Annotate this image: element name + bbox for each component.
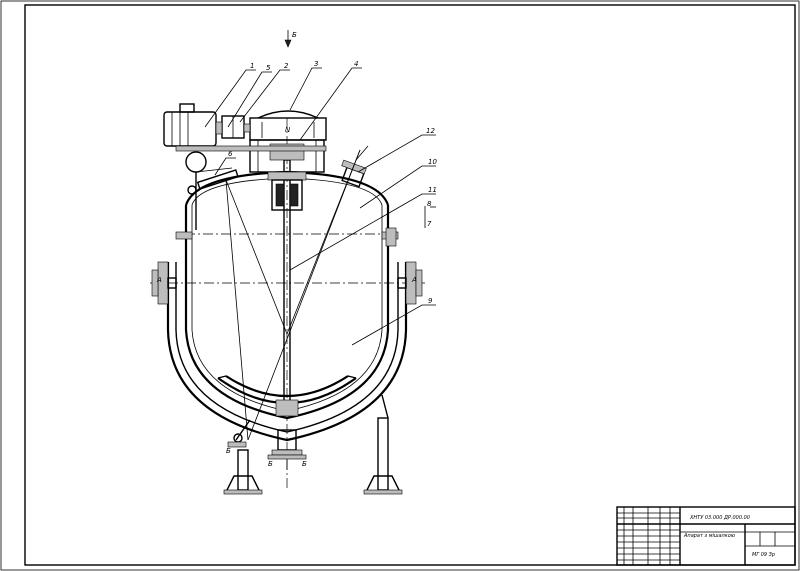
inner-frame	[24, 4, 796, 566]
part-label-11: 11	[428, 186, 437, 194]
support-leg-right	[363, 394, 403, 495]
part-label-5: 5	[266, 64, 271, 72]
section-mark-b-1: Б	[226, 447, 231, 455]
part-label-9: 9	[428, 297, 433, 305]
section-mark-a-left: А	[156, 276, 162, 284]
gearbox: N	[249, 110, 327, 141]
drive-base-plate	[175, 145, 327, 152]
electric-motor	[163, 103, 223, 147]
jacket-outer-wall	[166, 262, 408, 442]
jacket-flange-left	[175, 231, 193, 240]
coupling	[221, 115, 251, 139]
bottom-outlet	[267, 429, 307, 470]
jacket-inner-wall	[175, 262, 399, 433]
part-label-3: 3	[314, 60, 318, 68]
support-leg-left	[223, 449, 263, 495]
level-gauge	[185, 151, 239, 230]
title-block: ХНТУ 03.000 ДР.000.00 Апарат з мішалкою …	[616, 506, 796, 566]
construction-lines	[225, 149, 361, 441]
leader-lines	[204, 67, 436, 346]
shaft-seal	[267, 171, 307, 211]
part-label-6: 6	[228, 150, 233, 158]
section-mark-a-right: А	[411, 276, 417, 284]
nozzle-left	[151, 261, 177, 305]
view-marker-label: Б	[292, 31, 297, 39]
part-label-2: 2	[284, 62, 289, 70]
section-mark-b-2: Б	[268, 460, 273, 468]
part-label-1: 1	[250, 62, 254, 70]
side-fitting-right	[385, 227, 397, 247]
title-block-code: ХНТУ 03.000 ДР.000.00	[689, 515, 750, 521]
part-label-8: 8	[427, 200, 432, 208]
vessel-shell	[184, 205, 390, 420]
svg-text:N: N	[285, 126, 291, 134]
impeller-hub	[275, 399, 299, 417]
bottom-coil-inner	[225, 375, 349, 398]
title-block-title: Апарат з мішалкою	[683, 533, 735, 539]
part-label-4: 4	[354, 60, 358, 68]
part-label-7: 7	[427, 220, 432, 228]
part-label-10: 10	[428, 158, 437, 166]
view-arrow: Б	[284, 30, 297, 48]
title-block-sheet: МГ 09 Зр	[752, 552, 775, 558]
nozzle-right	[397, 261, 423, 305]
part-label-12: 12	[426, 127, 435, 135]
drain-valve	[227, 419, 251, 448]
section-mark-b-3: Б	[302, 460, 307, 468]
